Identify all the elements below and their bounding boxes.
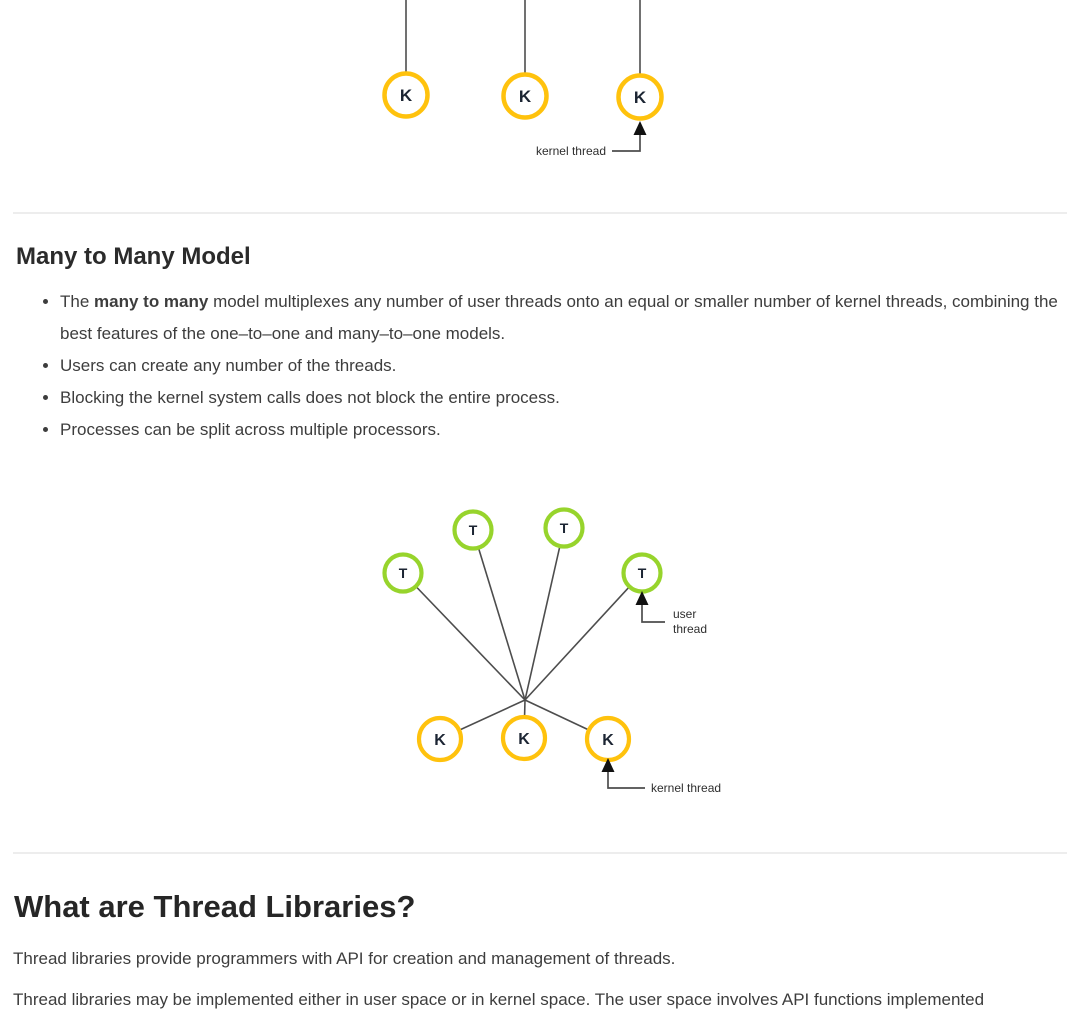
connector-line xyxy=(524,572,643,701)
kernel-thread-node xyxy=(500,714,548,762)
diagram-many-to-many: T T T T K K K user thread kernel thread xyxy=(382,507,721,795)
bullet-item: Blocking the kernel system calls does no… xyxy=(60,382,1065,414)
node-letter: K xyxy=(434,732,446,749)
node-letter: T xyxy=(399,565,408,581)
user-thread-label-line2: thread xyxy=(673,622,707,636)
bullet-text-bold: many to many xyxy=(94,292,209,311)
connector-line xyxy=(402,572,526,701)
user-thread-label-line1: user xyxy=(673,607,696,621)
page-heading-thread-libraries: What are Thread Libraries? xyxy=(14,889,416,924)
kernel-thread-node xyxy=(416,715,464,763)
bullet-list: The many to many model multiplexes any n… xyxy=(16,286,1065,446)
paragraph: Thread libraries provide programmers wit… xyxy=(13,949,676,968)
user-thread-node xyxy=(543,507,585,549)
kernel-thread-label: kernel thread xyxy=(536,144,606,158)
node-letter: T xyxy=(638,565,647,581)
annotation-elbow-line xyxy=(612,135,641,152)
node-letter: T xyxy=(560,520,569,536)
node-letter: K xyxy=(400,86,413,105)
user-thread-node xyxy=(452,509,494,551)
bullet-text: Users can create any number of the threa… xyxy=(60,356,397,375)
user-thread-node xyxy=(382,552,424,594)
kernel-thread-node xyxy=(616,73,664,121)
arrow-up-icon xyxy=(635,591,649,605)
bullet-text: Processes can be split across multiple p… xyxy=(60,420,441,439)
node-letter: K xyxy=(602,732,614,749)
bullet-text: The xyxy=(60,292,95,311)
connector-line xyxy=(524,527,565,701)
kernel-thread-node xyxy=(501,72,549,120)
arrow-up-icon xyxy=(601,758,615,772)
paragraph: Thread libraries may be implemented eith… xyxy=(13,990,985,1009)
connector-line xyxy=(472,529,526,701)
annotation-elbow-line xyxy=(641,605,665,623)
node-letter: K xyxy=(519,87,532,106)
node-letter: K xyxy=(634,88,647,107)
bullet-item: The many to many model multiplexes any n… xyxy=(60,286,1065,350)
bullet-item: Processes can be split across multiple p… xyxy=(60,414,1065,446)
section-heading-many-to-many: Many to Many Model xyxy=(16,243,251,270)
bullet-text: Blocking the kernel system calls does no… xyxy=(60,388,560,407)
kernel-thread-label: kernel thread xyxy=(651,781,721,795)
diagram-one-to-one-partial: K K K kernel thread xyxy=(382,0,664,158)
bullet-text: model multiplexes any number of user thr… xyxy=(60,292,1058,343)
annotation-elbow-line xyxy=(607,772,645,789)
bullet-item: Users can create any number of the threa… xyxy=(60,350,1065,382)
section-divider xyxy=(13,212,1067,214)
section-divider xyxy=(13,852,1067,854)
node-letter: T xyxy=(469,522,478,538)
arrow-up-icon xyxy=(633,121,647,135)
kernel-thread-node xyxy=(382,71,430,119)
node-letter: K xyxy=(518,731,530,748)
